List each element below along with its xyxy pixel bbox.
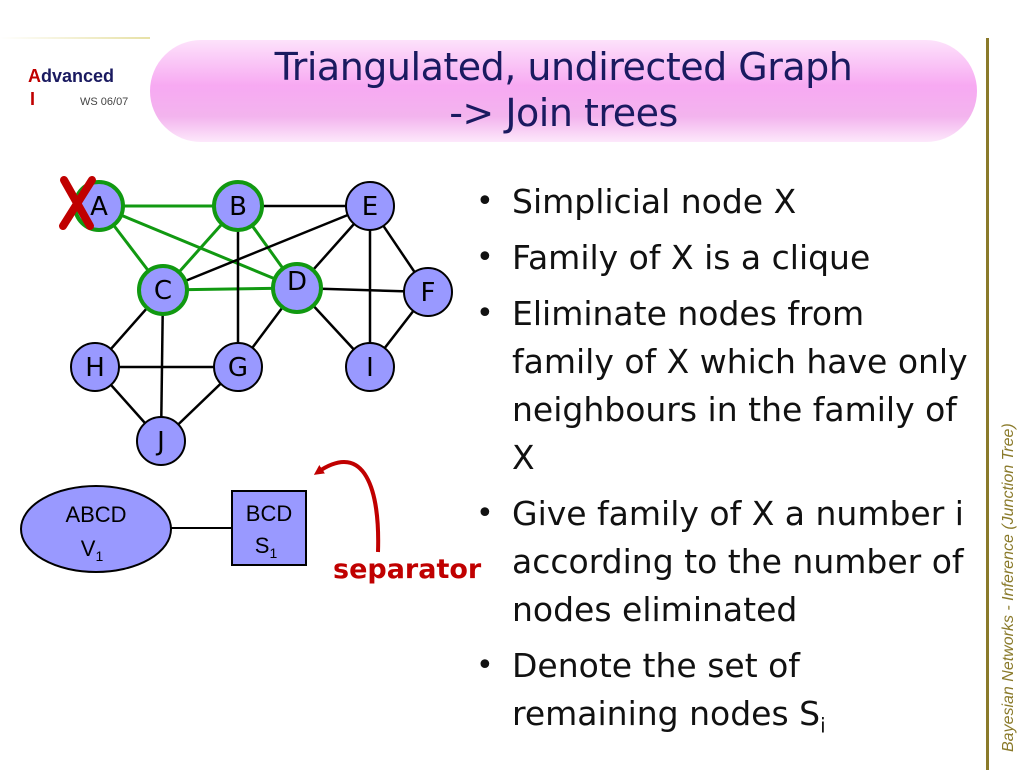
separator-callout: separator: [333, 554, 482, 585]
separator-symbol-letter: S: [255, 533, 270, 558]
node-label: A: [90, 192, 108, 222]
node-b: B: [212, 180, 264, 232]
separator-arrow: [313, 460, 381, 553]
node-circle: [136, 416, 186, 466]
separator-symbol: S1: [255, 533, 278, 561]
bullet-item: Denote the set of remaining nodes Si: [476, 642, 976, 750]
logo-word: dvanced: [41, 66, 115, 86]
clique-symbol-letter: V: [81, 536, 96, 561]
slide-title-line1: Triangulated, undirected Graph: [274, 45, 853, 89]
separator-box: [231, 490, 307, 566]
graph-nodes: A B C D E F G H I J: [70, 180, 453, 466]
node-circle: [403, 267, 453, 317]
node-circle: [137, 264, 189, 316]
side-rule: [986, 38, 989, 770]
bullet-item: Family of X is a clique: [476, 234, 976, 282]
eliminated-cross-icon: [59, 176, 96, 230]
node-circle: [70, 342, 120, 392]
course-logo: A dvanced I WS 06/07: [28, 66, 158, 116]
edge-a-d: [98, 204, 298, 290]
node-circle: [345, 181, 395, 231]
edge-c-e: [162, 204, 371, 292]
node-label: H: [85, 353, 105, 383]
node-label: C: [154, 276, 172, 306]
node-label: J: [155, 427, 165, 457]
node-circle: [271, 262, 323, 314]
bullet-item: Give family of X a number i according to…: [476, 490, 976, 634]
slide-title-line2: -> Join trees: [449, 91, 678, 135]
node-circle: [212, 180, 264, 232]
clique-node: [20, 485, 172, 573]
node-h: H: [70, 342, 120, 392]
node-label: G: [228, 353, 248, 383]
bullet-text: Give family of X a number i according to…: [512, 494, 964, 629]
bullet-item: Simplicial node X: [476, 178, 976, 226]
logo-letter-i: I: [30, 89, 36, 109]
graph-edges: [94, 204, 430, 442]
bullet-text: Family of X is a clique: [512, 238, 871, 277]
node-label: B: [229, 192, 247, 222]
clique-symbol: V1: [81, 536, 104, 564]
bullet-text: Simplicial node X: [512, 182, 797, 221]
node-e: E: [345, 181, 395, 231]
bullet-subscript: i: [820, 713, 826, 738]
clique-label: ABCD: [65, 502, 126, 527]
bullet-text: Denote the set of remaining nodes S: [512, 646, 821, 733]
node-label: F: [421, 278, 436, 308]
bullet-item: Eliminate nodes from family of X which h…: [476, 290, 976, 482]
node-label: D: [287, 267, 307, 297]
bullet-text: Eliminate nodes from family of X which h…: [512, 294, 968, 477]
logo-term: WS 06/07: [80, 96, 129, 108]
node-c: C: [137, 264, 189, 316]
clique-symbol-index: 1: [95, 548, 103, 564]
bullet-list: Simplicial node X Family of X is a clique…: [476, 178, 976, 758]
logo-letter-a: A: [28, 66, 41, 86]
separator-label: BCD: [246, 501, 292, 526]
node-label: E: [362, 192, 378, 222]
side-caption: Bayesian Networks - Inference (Junction …: [1000, 423, 1017, 752]
node-f: F: [403, 267, 453, 317]
node-i: I: [345, 342, 395, 392]
node-d: D: [271, 262, 323, 314]
separator-symbol-index: 1: [269, 545, 277, 561]
node-label: I: [366, 353, 374, 383]
title-banner: Triangulated, undirected Graph -> Join t…: [150, 40, 977, 142]
top-rule: [0, 37, 150, 39]
slide-title: Triangulated, undirected Graph -> Join t…: [150, 44, 977, 136]
node-circle: [345, 342, 395, 392]
node-j: J: [136, 416, 186, 466]
node-g: G: [213, 342, 263, 392]
node-circle: [213, 342, 263, 392]
